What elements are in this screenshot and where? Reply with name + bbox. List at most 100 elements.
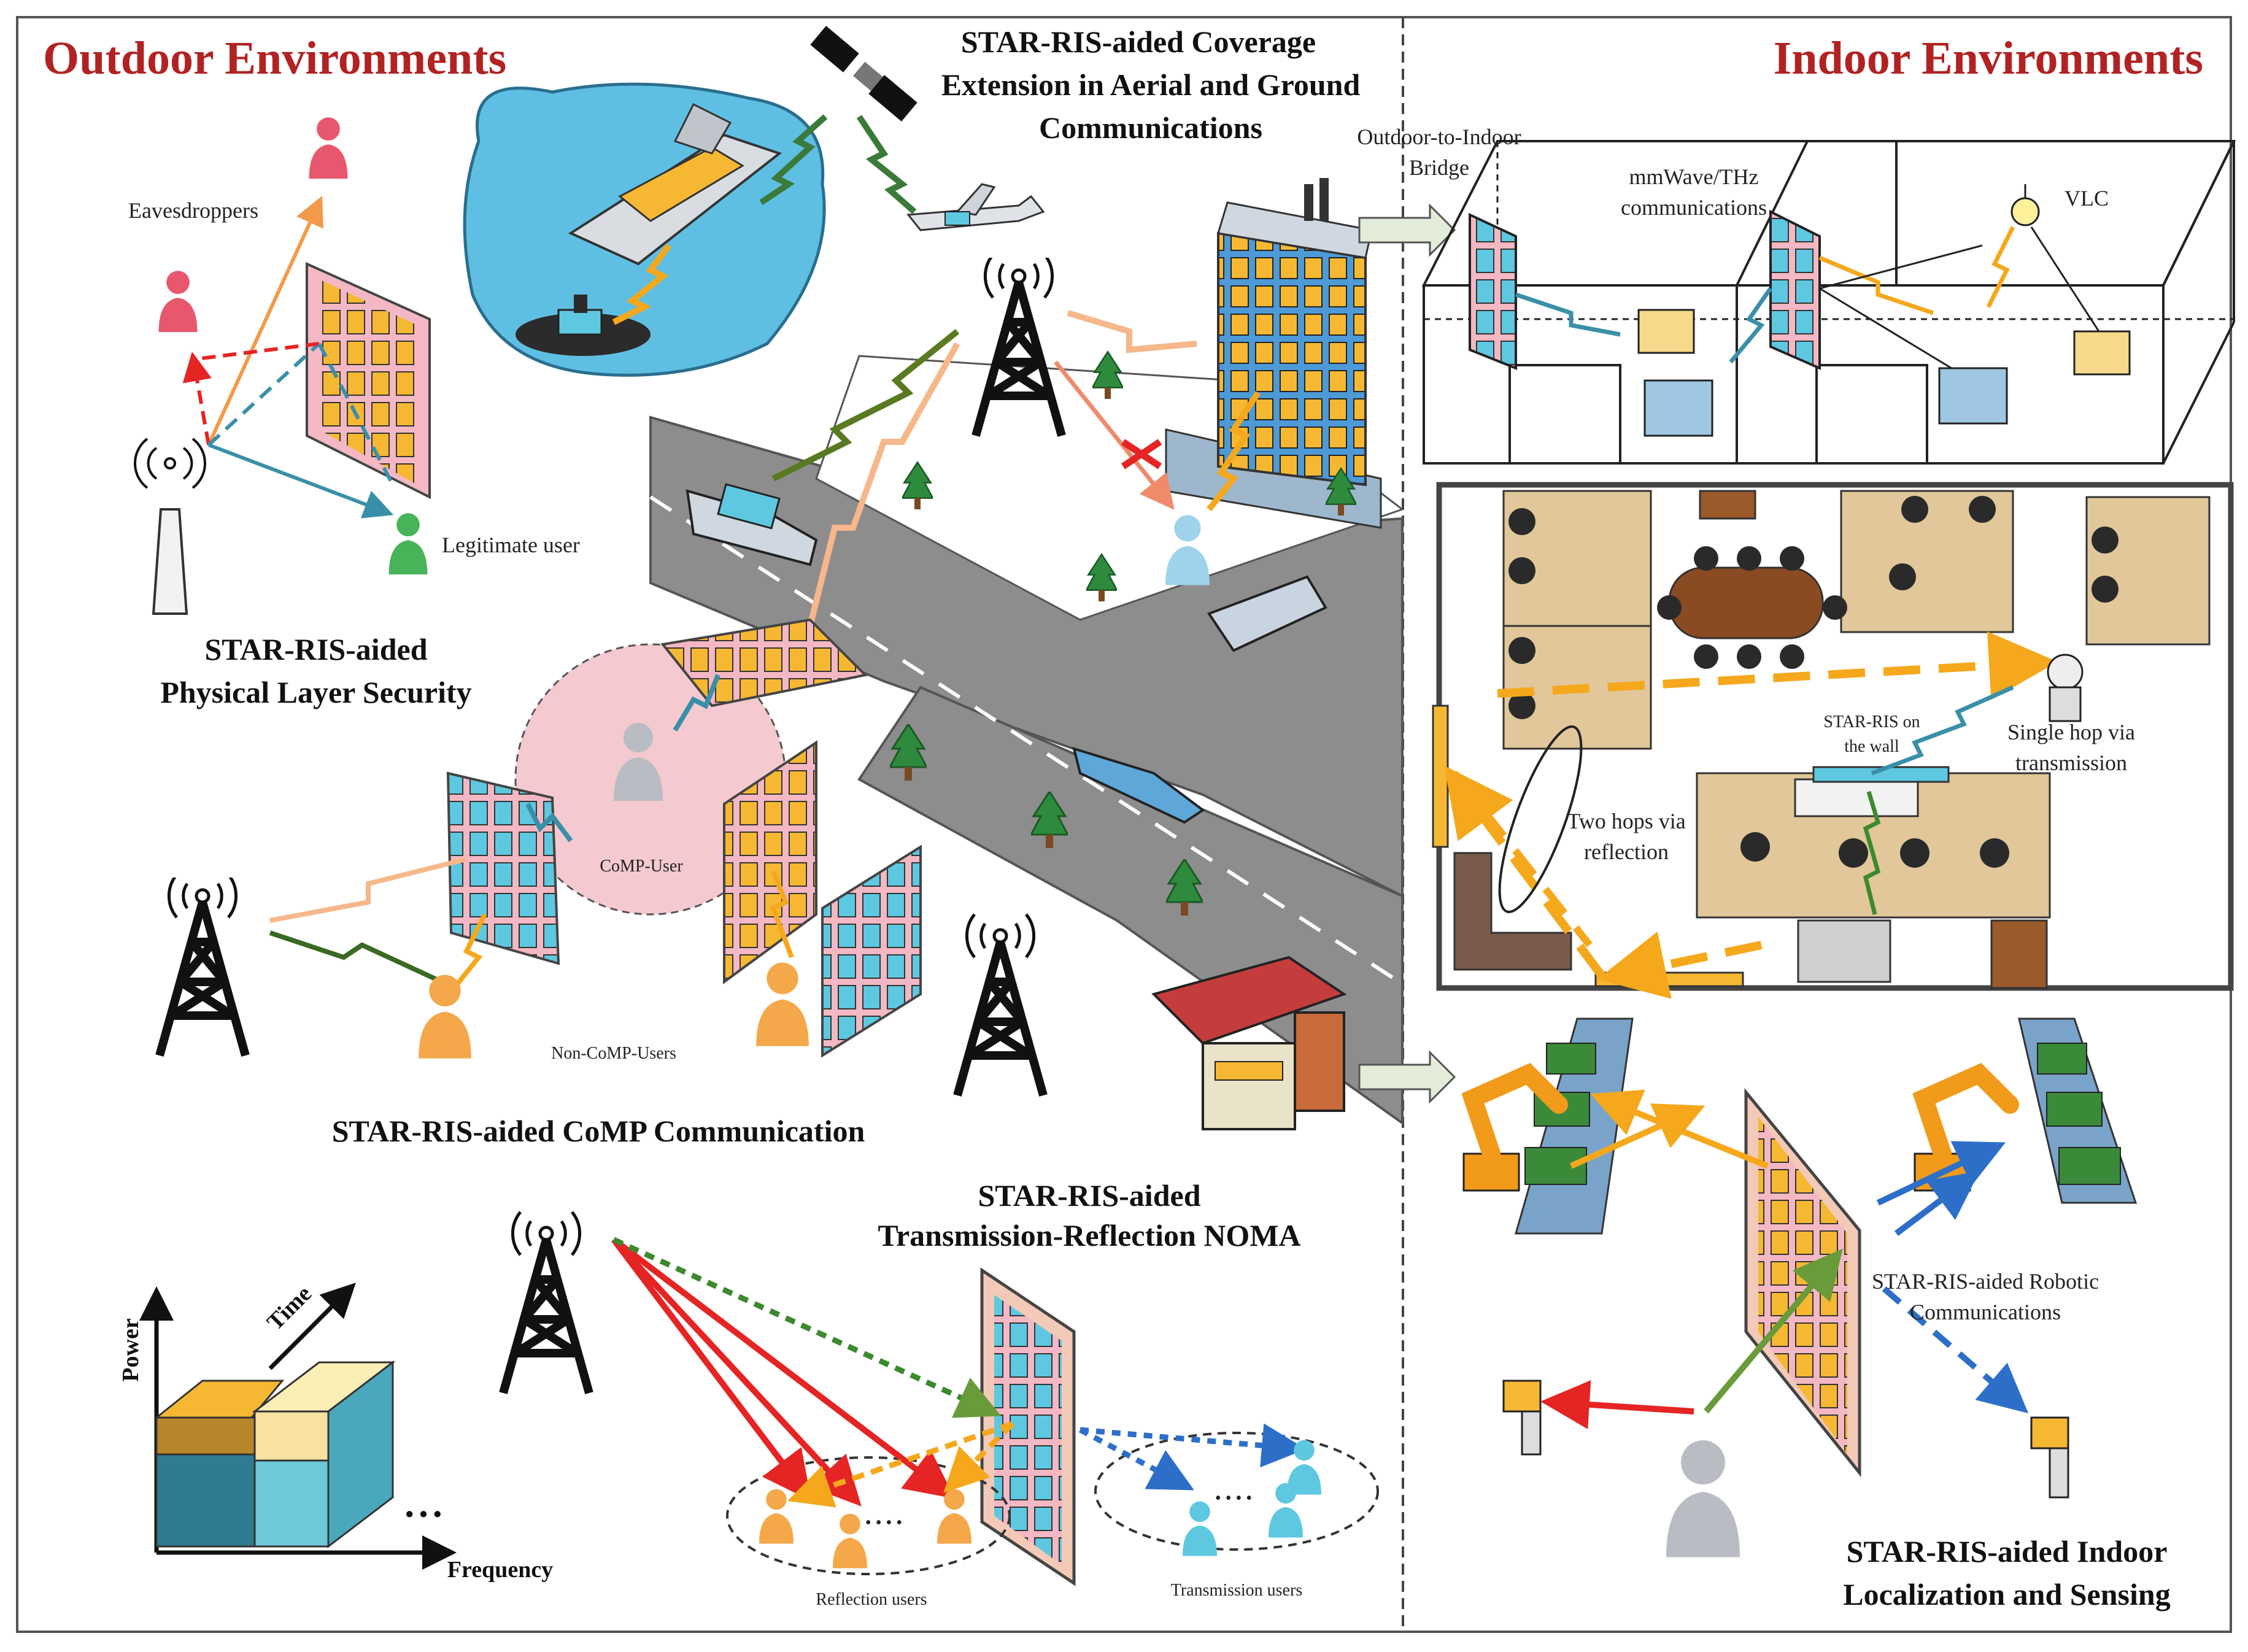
indoor-rooms-panel: Outdoor-to-Indoor Bridge mmWave/THz comm… <box>1357 125 2236 1104</box>
desk-user-icon <box>1637 309 1695 354</box>
lamp-icon <box>2010 184 2040 226</box>
plane-icon <box>906 183 1045 231</box>
robotic-comm-line2: Communications <box>1910 1300 2061 1324</box>
bridge-label-line2: Bridge <box>1409 155 1469 180</box>
two-hop-ray-2 <box>1444 765 1605 979</box>
sofa-icon <box>1453 852 1572 971</box>
reflection-users-zone <box>726 1456 1011 1575</box>
mmwave-label-line1: mmWave/THz <box>1629 164 1758 189</box>
comp-ris-mid-icon <box>723 740 817 984</box>
pls-base-station-icon <box>134 438 206 615</box>
comp-left-tower-user-link <box>269 930 443 984</box>
star-ris-wall-line2: the wall <box>1844 737 1899 756</box>
robot-left-icon <box>1502 1380 1542 1456</box>
single-hop-ray <box>1497 631 2058 700</box>
bridge-arrow-bottom <box>1358 1050 1456 1104</box>
single-hop-line2: transmission <box>2015 751 2127 775</box>
comp-title: STAR-RIS-aided CoMP Communication <box>332 1114 865 1148</box>
comp-left-tower-ris-link <box>269 857 467 923</box>
meeting-group-icon <box>1644 379 1713 437</box>
comp-user-label: CoMP-User <box>600 857 683 876</box>
axis-dots: • • • <box>406 1502 442 1527</box>
wall-star-ris-icon <box>1812 766 1950 783</box>
noma-title-line1: STAR-RIS-aided <box>978 1178 1200 1213</box>
office-floorplan: STAR-RIS on the wall Single hop via tran… <box>1432 482 2234 999</box>
car-2-icon <box>1207 575 1327 652</box>
star-ris-wall-line1: STAR-RIS on <box>1823 712 1920 731</box>
tower-building-link <box>1067 310 1197 353</box>
operator-icon <box>1666 1440 1740 1557</box>
city-scene <box>649 178 1405 1130</box>
noma-tower-icon <box>503 1212 589 1393</box>
pls-title-line2: Physical Layer Security <box>160 675 471 709</box>
noma-star-ris-icon <box>980 1267 1076 1586</box>
mmwave-label-line2: communications <box>1621 195 1767 220</box>
noma-resource-axes <box>139 1283 457 1570</box>
robot-arm-icon <box>1461 1063 1568 1192</box>
pls-star-ris-icon <box>306 261 431 500</box>
indoor-header: Indoor Environments <box>1774 33 2203 84</box>
pls-reflected-leak <box>196 342 320 361</box>
transmission-users-zone <box>1094 1432 1379 1551</box>
comp-tower-right-icon <box>957 914 1043 1095</box>
two-hops-line1: Two hops via <box>1567 809 1685 833</box>
tower-car-link <box>771 329 960 482</box>
reflection-user-icon <box>759 1489 794 1544</box>
building-icon <box>1165 178 1382 529</box>
coverage-panel: STAR-RIS-aided Coverage Extension in Aer… <box>463 25 1361 377</box>
outdoor-header: Outdoor Environments <box>43 33 506 84</box>
pls-ray-to-eaves1 <box>207 196 323 446</box>
legitimate-user-icon <box>388 513 428 575</box>
sat-plane-link <box>856 115 917 214</box>
robotic-comm-line1: STAR-RIS-aided Robotic <box>1872 1269 2099 1294</box>
two-hops-line2: reflection <box>1584 840 1669 864</box>
reflection-users-label: Reflection users <box>816 1590 927 1609</box>
non-comp-users-label: Non-CoMP-Users <box>551 1044 676 1063</box>
noma-direct-ray-1 <box>611 1237 812 1501</box>
transmission-users-label: Transmission users <box>1171 1581 1302 1600</box>
router-icon <box>1797 919 1891 983</box>
noma-reflect-ray-2 <box>943 1421 1015 1493</box>
non-comp-user-2-icon <box>756 962 809 1046</box>
bridge-label-line1: Outdoor-to-Indoor <box>1357 125 1521 149</box>
indoor-ris-mid-icon <box>1769 209 1821 371</box>
tower-ris-link <box>807 342 960 627</box>
comp-tower-left-icon <box>160 874 245 1056</box>
legitimate-user-label: Legitimate user <box>442 533 580 557</box>
satellite-icon <box>810 26 917 122</box>
noma-title-line2: Transmission-Reflection NOMA <box>878 1218 1300 1253</box>
reflection-user-icon <box>833 1513 867 1569</box>
ship-icon <box>568 102 782 266</box>
side-wall-ris-icon <box>1432 704 1449 848</box>
bridge-arrow-top <box>1358 203 1456 257</box>
robotics-star-ris-icon <box>1744 1088 1861 1478</box>
comp-ris-left-icon <box>446 771 560 965</box>
noma-ris-incident-ray <box>612 1237 1002 1418</box>
pls-ray-ris-to-user <box>317 342 395 486</box>
localization-title-line1: STAR-RIS-aided Indoor <box>1847 1534 2168 1569</box>
building-user-link <box>1207 391 1261 512</box>
noma-panel: STAR-RIS-aided Transmission-Reflection N… <box>118 1178 1379 1609</box>
non-comp-user-1-icon <box>419 975 471 1059</box>
two-hop-ray-1 <box>1597 932 1763 999</box>
eavesdropper-1-icon <box>309 117 348 179</box>
reflection-user-icon <box>937 1489 971 1544</box>
coverage-title-line1: STAR-RIS-aided Coverage <box>961 25 1316 59</box>
coverage-title-line2: Extension in Aerial and Ground <box>941 68 1361 102</box>
car-3-icon <box>1072 747 1205 824</box>
pls-ray-to-ris <box>207 342 321 447</box>
noma-transmit-ray-1 <box>1080 1423 1306 1468</box>
meeting-group-icon <box>1938 367 2008 425</box>
office-robot-icon <box>2047 654 2084 722</box>
pls-panel: Eavesdroppers Legitimate user STAR-RIS-a… <box>128 117 580 709</box>
eavesdropper-2-icon <box>158 271 198 333</box>
desk-user-icon <box>2073 330 2131 376</box>
axis-frequency-label: Frequency <box>447 1557 553 1583</box>
eavesdroppers-label: Eavesdroppers <box>128 198 258 223</box>
single-hop-line1: Single hop via <box>2007 720 2135 744</box>
reflection-users-ellipsis: • • • • <box>865 1513 902 1532</box>
robotics-panel: STAR-RIS-aided Robotic Communications ST… <box>1461 1017 2171 1611</box>
noma-direct-ray-2 <box>611 1237 862 1507</box>
